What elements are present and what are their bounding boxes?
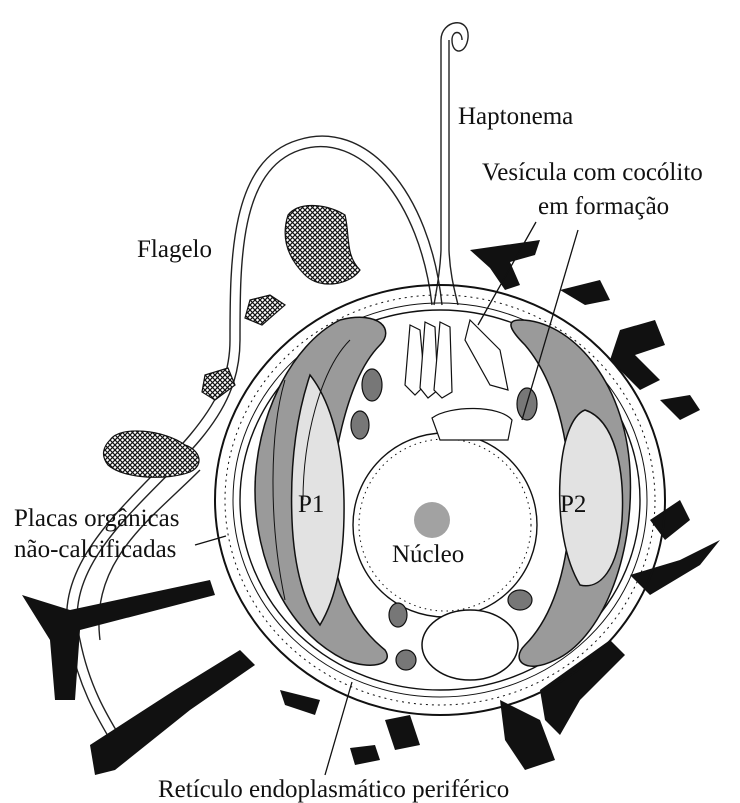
label-p1: P1 <box>298 491 324 518</box>
label-flagellum: Flagelo <box>137 236 212 263</box>
haptonema <box>434 23 468 305</box>
golgi-apparatus <box>405 320 512 440</box>
label-p2: P2 <box>560 491 586 518</box>
label-reticulum: Retículo endoplasmático periférico <box>158 776 509 803</box>
label-vesicle-line2: em formação <box>538 193 669 220</box>
label-haptonema: Haptonema <box>458 103 573 130</box>
vacuole <box>422 610 518 680</box>
label-vesicle-line1: Vesícula com cocólito <box>482 159 703 186</box>
label-plates-line1: Placas orgânicas <box>14 505 179 532</box>
nucleus <box>353 433 537 617</box>
label-plates-line2: não-calcificadas <box>14 536 176 563</box>
label-nucleus: Núcleo <box>392 541 464 568</box>
